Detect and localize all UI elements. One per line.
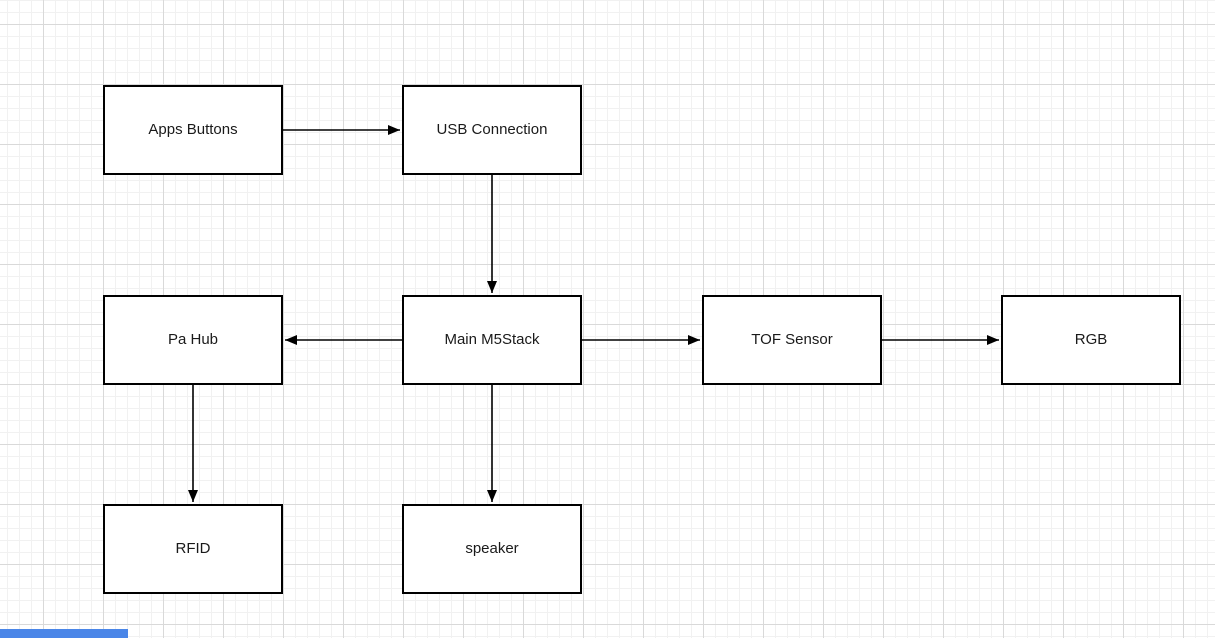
node-speaker[interactable]: speaker xyxy=(402,504,582,594)
node-apps-buttons[interactable]: Apps Buttons xyxy=(103,85,283,175)
node-label: USB Connection xyxy=(436,121,548,138)
node-label: Pa Hub xyxy=(167,331,219,348)
node-label: RFID xyxy=(175,540,211,557)
node-label: Apps Buttons xyxy=(148,121,238,138)
node-rgb[interactable]: RGB xyxy=(1001,295,1181,385)
node-main-m5stack[interactable]: Main M5Stack xyxy=(402,295,582,385)
node-label: Main M5Stack xyxy=(444,331,540,348)
node-pa-hub[interactable]: Pa Hub xyxy=(103,295,283,385)
node-label: RGB xyxy=(1074,331,1108,348)
node-usb-connection[interactable]: USB Connection xyxy=(402,85,582,175)
node-rfid[interactable]: RFID xyxy=(103,504,283,594)
node-label: speaker xyxy=(465,540,519,557)
node-tof-sensor[interactable]: TOF Sensor xyxy=(702,295,882,385)
horizontal-scrollbar-thumb[interactable] xyxy=(0,629,128,638)
node-label: TOF Sensor xyxy=(751,331,833,348)
